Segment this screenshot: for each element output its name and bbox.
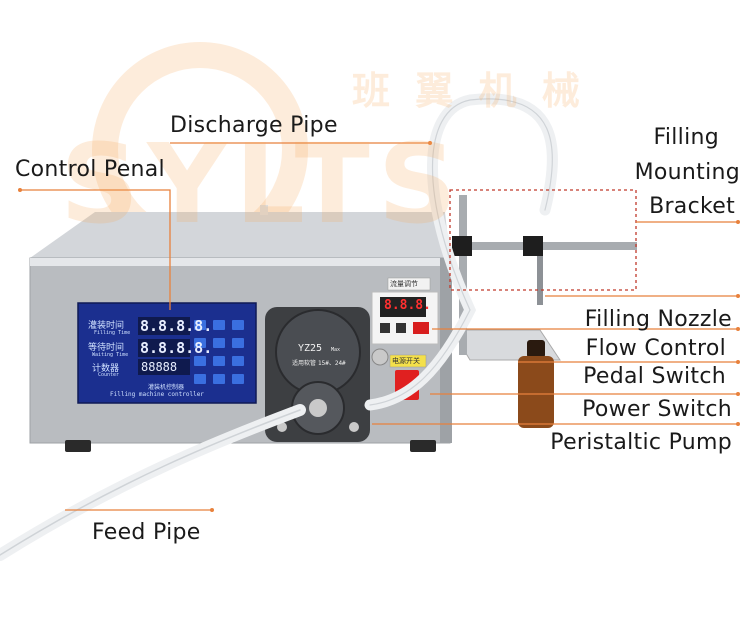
control-panel-buttons: [194, 320, 244, 384]
panel-row3-cn: 计数器: [92, 364, 120, 374]
machine-foot-right: [410, 440, 436, 452]
machine-foot-left: [65, 440, 91, 452]
leader-control-penal: [20, 189, 171, 310]
label-discharge-pipe: Discharge Pipe: [170, 113, 338, 138]
label-power-switch: Power Switch: [582, 397, 732, 422]
label-flow-control: Flow Control: [585, 336, 726, 361]
leader-dots: [18, 141, 740, 512]
panel-footer-cn: 灌装机控制器: [148, 384, 185, 391]
pump-tube-label: 适用软管: [292, 360, 317, 367]
pump-model-suffix: Max: [331, 347, 341, 353]
pump-tube-sizes: 15#、24#: [318, 360, 346, 367]
pump-model: YZ25: [298, 343, 323, 354]
label-peristaltic-pump: Peristaltic Pump: [550, 430, 732, 455]
panel-row2-en: Waiting Time: [92, 352, 129, 358]
bracket-highlight-box: [449, 189, 637, 291]
panel-row3-display: 88888: [141, 360, 178, 374]
flow-control-tag: 流量调节: [390, 280, 418, 288]
panel-row2-display: 8.8.8.8.: [140, 339, 213, 357]
panel-row2-cn: 等待时间: [88, 343, 125, 353]
label-control-penal: Control Penal: [15, 157, 165, 182]
control-panel: [77, 302, 257, 404]
power-switch-tag: 电源开关: [392, 357, 420, 365]
watermark-logo-letters: SYLTS: [60, 120, 466, 248]
label-filling-bracket-line2: Mounting: [634, 160, 740, 185]
panel-row1-cn: 灌装时间: [88, 321, 125, 331]
panel-row1-display: 8.8.8.8.: [140, 317, 213, 335]
leader-lines: [20, 142, 738, 511]
label-filling-bracket-line1: Filling: [653, 125, 719, 150]
watermark-chinese-text: 班 翼 机 械: [352, 69, 586, 113]
label-pedal-switch: Pedal Switch: [583, 364, 726, 389]
panel-row1-en: Filling Time: [94, 330, 131, 336]
flow-control-unit: [371, 277, 439, 345]
label-filling-bracket-line3: Bracket: [649, 194, 735, 219]
panel-row3-en: Counter: [98, 372, 120, 378]
flow-control-display: 8.8.8.: [384, 298, 431, 313]
label-filling-nozzle: Filling Nozzle: [584, 307, 732, 332]
amber-bottle: [518, 340, 554, 428]
panel-footer-en: Filling machine controller: [110, 391, 204, 398]
label-feed-pipe: Feed Pipe: [92, 520, 201, 545]
tubing: [0, 93, 558, 561]
mounting-bracket: [452, 195, 637, 355]
